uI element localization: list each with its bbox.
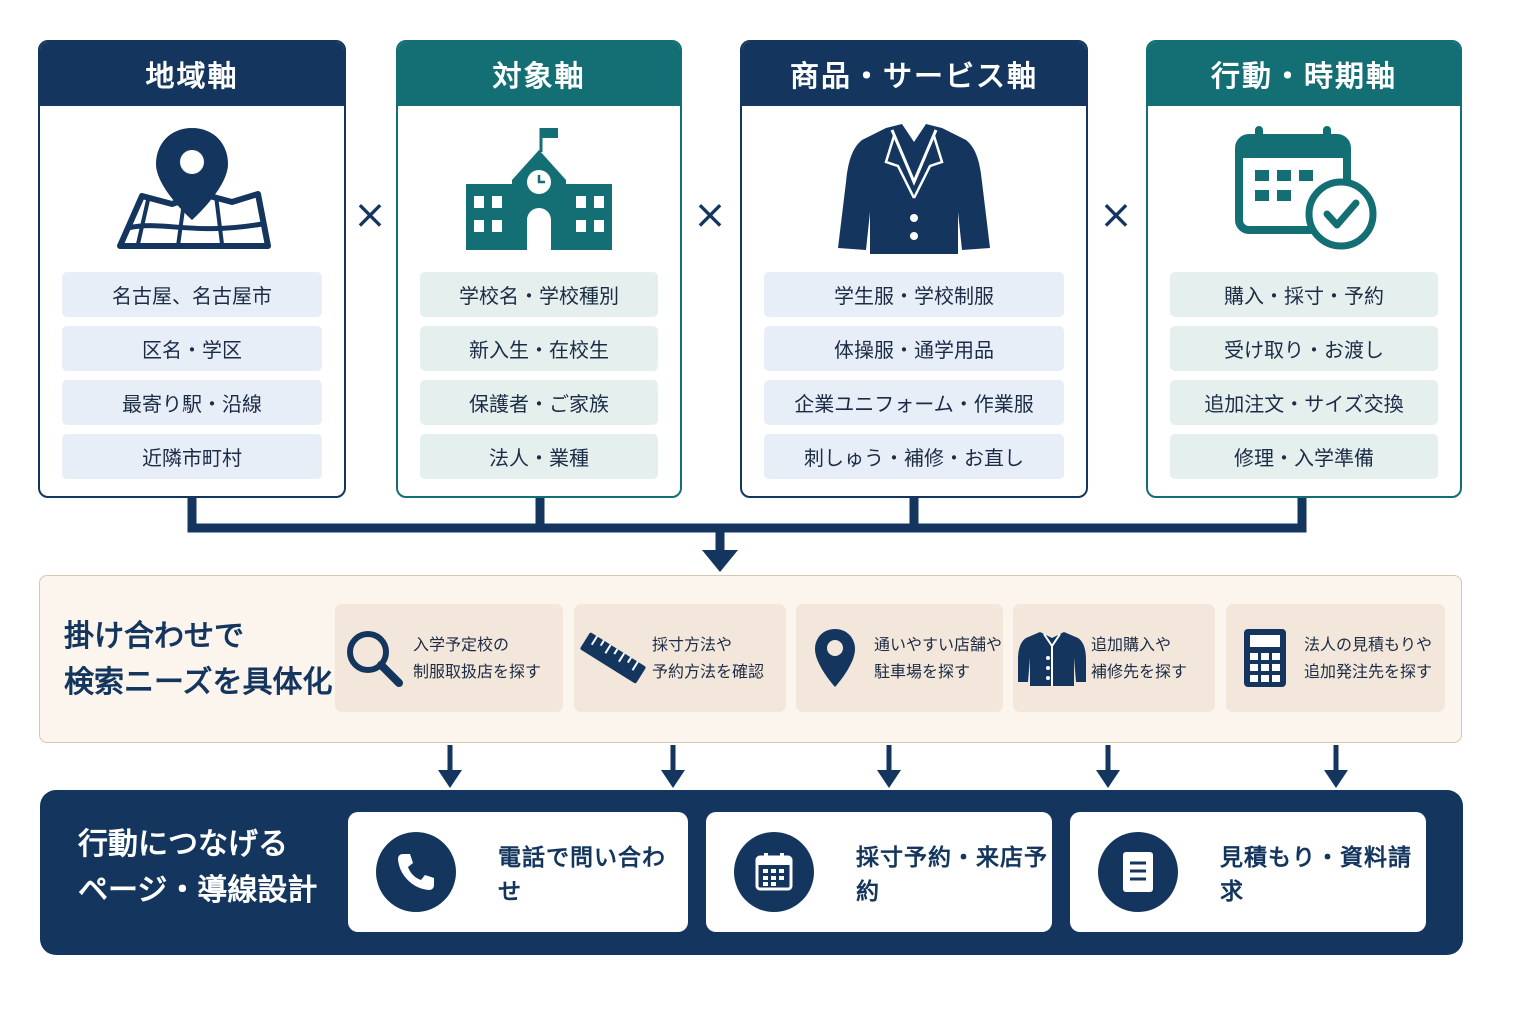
school-building-icon xyxy=(398,124,680,254)
axis-item: 最寄り駅・沿線 xyxy=(62,380,322,425)
action-title-line2: ページ・導線設計 xyxy=(78,873,318,908)
ruler-icon xyxy=(574,628,652,688)
need-card: 法人の見積もりや 追加発注先を探す xyxy=(1226,604,1445,712)
times-operator: × xyxy=(1099,192,1133,238)
need-card: 採寸方法や 予約方法を確認 xyxy=(574,604,786,712)
axis-title: 地域軸 xyxy=(40,42,344,106)
axis-card-action-timing: 行動・時期軸 購入・採寸・予約 受け取り・お渡し 追加注文・サイズ交換 修理・入… xyxy=(1146,40,1462,498)
need-line2: 補修先を探す xyxy=(1091,662,1188,681)
action-title-line1: 行動につなげる xyxy=(78,827,288,862)
action-panel: 行動につなげる ページ・導線設計 電話で問い合わせ 採寸予約・来店予約 見積もり… xyxy=(40,790,1463,955)
axis-item: 受け取り・お渡し xyxy=(1170,326,1438,371)
axis-title: 対象軸 xyxy=(398,42,680,106)
need-card: 通いやすい店舗や 駐車場を探す xyxy=(796,604,1003,712)
need-line1: 通いやすい店舗や xyxy=(874,635,1003,654)
action-label: 採寸予約・来店予約 xyxy=(856,845,1048,905)
blazer-icon xyxy=(742,124,1086,254)
axis-title: 商品・サービス軸 xyxy=(742,42,1086,106)
axis-item: 学生服・学校制服 xyxy=(764,272,1064,317)
times-operator: × xyxy=(693,192,727,238)
times-operator: × xyxy=(353,192,387,238)
combination-title-line2: 検索ニーズを具体化 xyxy=(64,665,333,700)
calculator-icon xyxy=(1226,627,1304,689)
axis-card-product: 商品・サービス軸 学生服・学校制服 体操服・通学用品 企業ユニフォーム・作業服 … xyxy=(740,40,1088,498)
need-line1: 入学予定校の xyxy=(413,635,510,654)
action-title: 行動につなげる ページ・導線設計 xyxy=(78,822,317,914)
axis-item: 法人・業種 xyxy=(420,434,658,479)
search-icon xyxy=(335,627,413,689)
map-pin-icon xyxy=(40,124,344,254)
action-label: 見積もり・資料請求 xyxy=(1220,845,1412,905)
need-card: 追加購入や 補修先を探す xyxy=(1013,604,1215,712)
axis-item: 体操服・通学用品 xyxy=(764,326,1064,371)
axis-item: 修理・入学準備 xyxy=(1170,434,1438,479)
axis-card-target: 対象軸 学校名・学校種別 新入生・在校生 保護者・ご家族 法人・業種 xyxy=(396,40,682,498)
axis-item: 学校名・学校種別 xyxy=(420,272,658,317)
document-icon xyxy=(1098,832,1178,912)
need-line1: 採寸方法や xyxy=(652,635,733,654)
axis-item: 企業ユニフォーム・作業服 xyxy=(764,380,1064,425)
axis-item: 追加注文・サイズ交換 xyxy=(1170,380,1438,425)
need-line2: 制服取扱店を探す xyxy=(413,662,542,681)
combination-title-line1: 掛け合わせで xyxy=(64,619,244,654)
need-line2: 予約方法を確認 xyxy=(652,662,765,681)
need-card: 入学予定校の 制服取扱店を探す xyxy=(335,604,563,712)
axis-item: 保護者・ご家族 xyxy=(420,380,658,425)
calendar-icon xyxy=(734,832,814,912)
axis-item: 区名・学区 xyxy=(62,326,322,371)
phone-inquiry-button[interactable]: 電話で問い合わせ xyxy=(348,812,688,932)
axis-card-region: 地域軸 名古屋、名古屋市 区名・学区 最寄り駅・沿線 近隣市町村 xyxy=(38,40,346,498)
action-label: 電話で問い合わせ xyxy=(498,845,666,905)
axis-title: 行動・時期軸 xyxy=(1148,42,1460,106)
phone-icon xyxy=(376,832,456,912)
combination-panel: 掛け合わせで 検索ニーズを具体化 入学予定校の 制服取扱店を探す 採寸方法や 予… xyxy=(39,575,1462,743)
need-line1: 法人の見積もりや xyxy=(1304,635,1433,654)
axis-item: 近隣市町村 xyxy=(62,434,322,479)
axis-item: 購入・採寸・予約 xyxy=(1170,272,1438,317)
axis-item: 名古屋、名古屋市 xyxy=(62,272,322,317)
calendar-check-icon xyxy=(1148,124,1460,254)
reservation-button[interactable]: 採寸予約・来店予約 xyxy=(706,812,1052,932)
axis-item: 刺しゅう・補修・お直し xyxy=(764,434,1064,479)
need-line2: 駐車場を探す xyxy=(874,662,971,681)
location-pin-icon xyxy=(796,627,874,689)
estimate-request-button[interactable]: 見積もり・資料請求 xyxy=(1070,812,1426,932)
jacket-icon xyxy=(1013,628,1091,688)
need-line1: 追加購入や xyxy=(1091,635,1172,654)
axis-item: 新入生・在校生 xyxy=(420,326,658,371)
combination-title: 掛け合わせで 検索ニーズを具体化 xyxy=(64,614,333,706)
need-line2: 追加発注先を探す xyxy=(1304,662,1433,681)
